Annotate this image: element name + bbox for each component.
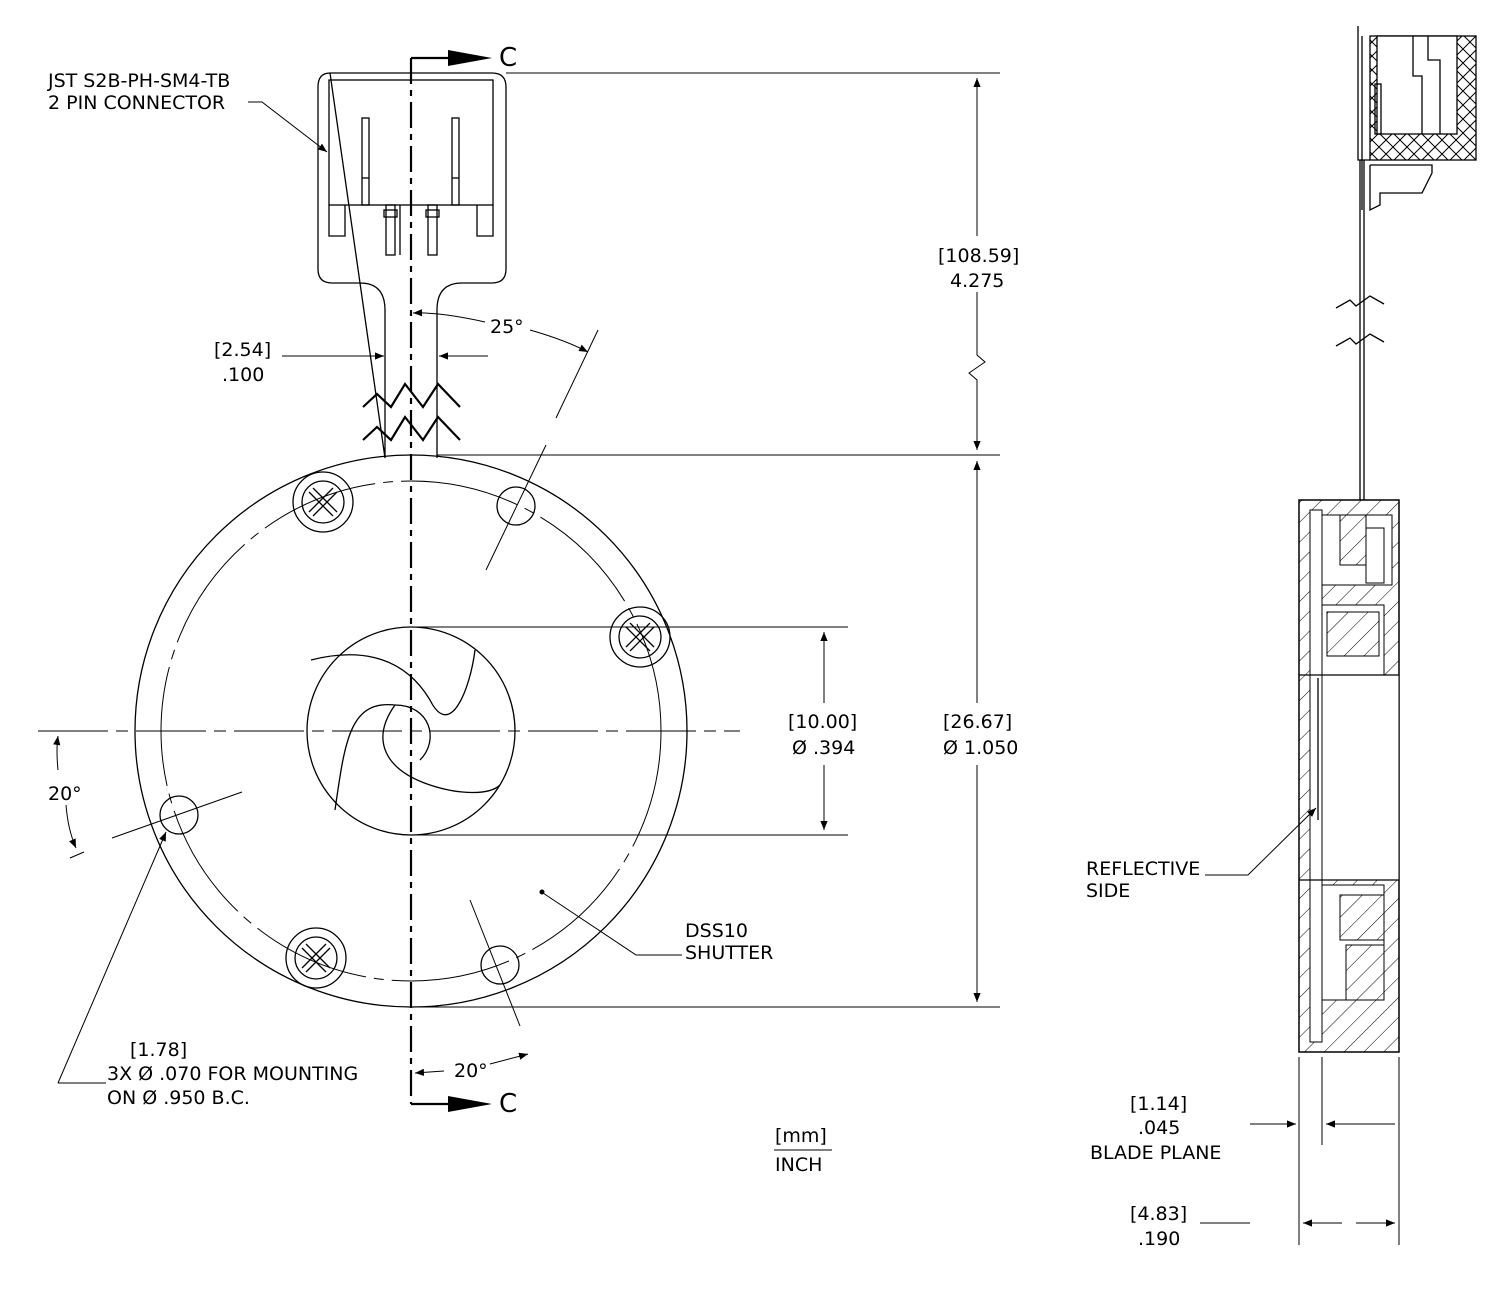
- lead-length-inch: 4.275: [950, 270, 1004, 292]
- section-marker-bottom: C: [499, 1089, 517, 1119]
- aperture-inch: Ø .394: [792, 737, 855, 759]
- screw-right: [609, 606, 671, 668]
- blade-plane-label: BLADE PLANE: [1090, 1142, 1221, 1164]
- shutter-label-line2: SHUTTER: [685, 942, 773, 964]
- diameter-mm: [26.67]: [943, 711, 1012, 733]
- side-view: [1200, 26, 1477, 1245]
- thickness-mm: [4.83]: [1130, 1203, 1187, 1225]
- mounting-line1: 3X Ø .070 FOR MOUNTING: [107, 1063, 358, 1085]
- aperture-dim: [411, 626, 848, 836]
- lead-length-dim: [437, 72, 1000, 456]
- thickness-inch: .190: [1138, 1228, 1180, 1250]
- shutter-label-line1: DSS10: [685, 920, 748, 942]
- blade-plane-mm: [1.14]: [1130, 1093, 1187, 1115]
- angle-25-label: 25°: [490, 316, 524, 338]
- angle-20-left-label: 20°: [48, 783, 82, 805]
- units-inch: INCH: [775, 1154, 822, 1176]
- cable-width-inch: .100: [222, 364, 264, 386]
- section-marker-top: C: [499, 43, 517, 73]
- angle-20-left: [53, 735, 85, 859]
- angle-20-bottom: [414, 1052, 529, 1076]
- angle-25: [412, 309, 599, 419]
- reflective-label-line2: SIDE: [1086, 880, 1130, 902]
- screw-top-left: [292, 471, 354, 533]
- connector-outline: [317, 72, 507, 459]
- shutter-body: [38, 454, 740, 1008]
- section-line: [409, 50, 492, 1112]
- diameter-inch: Ø 1.050: [943, 737, 1018, 759]
- lead-length-mm: [108.59]: [938, 245, 1019, 267]
- mounting-mm: [1.78]: [130, 1039, 187, 1061]
- angle-20-bottom-label: 20°: [454, 1060, 488, 1082]
- connector-label-line2: 2 PIN CONNECTOR: [48, 92, 225, 114]
- cable-width-mm: [2.54]: [214, 339, 271, 361]
- diameter-dim: [411, 461, 1000, 1008]
- reflective-label-line1: REFLECTIVE: [1086, 858, 1200, 880]
- mounting-holes: [111, 444, 547, 1027]
- leaders: [57, 101, 682, 1084]
- blade-plane-inch: .045: [1138, 1117, 1180, 1139]
- mounting-line2: ON Ø .950 B.C.: [107, 1087, 250, 1109]
- units-mm: [mm]: [775, 1125, 827, 1147]
- connector-label-line1: JST S2B-PH-SM4-TB: [47, 70, 230, 92]
- aperture-mm: [10.00]: [788, 711, 857, 733]
- cable-break: [362, 382, 461, 442]
- screw-bottom-left: [285, 927, 347, 989]
